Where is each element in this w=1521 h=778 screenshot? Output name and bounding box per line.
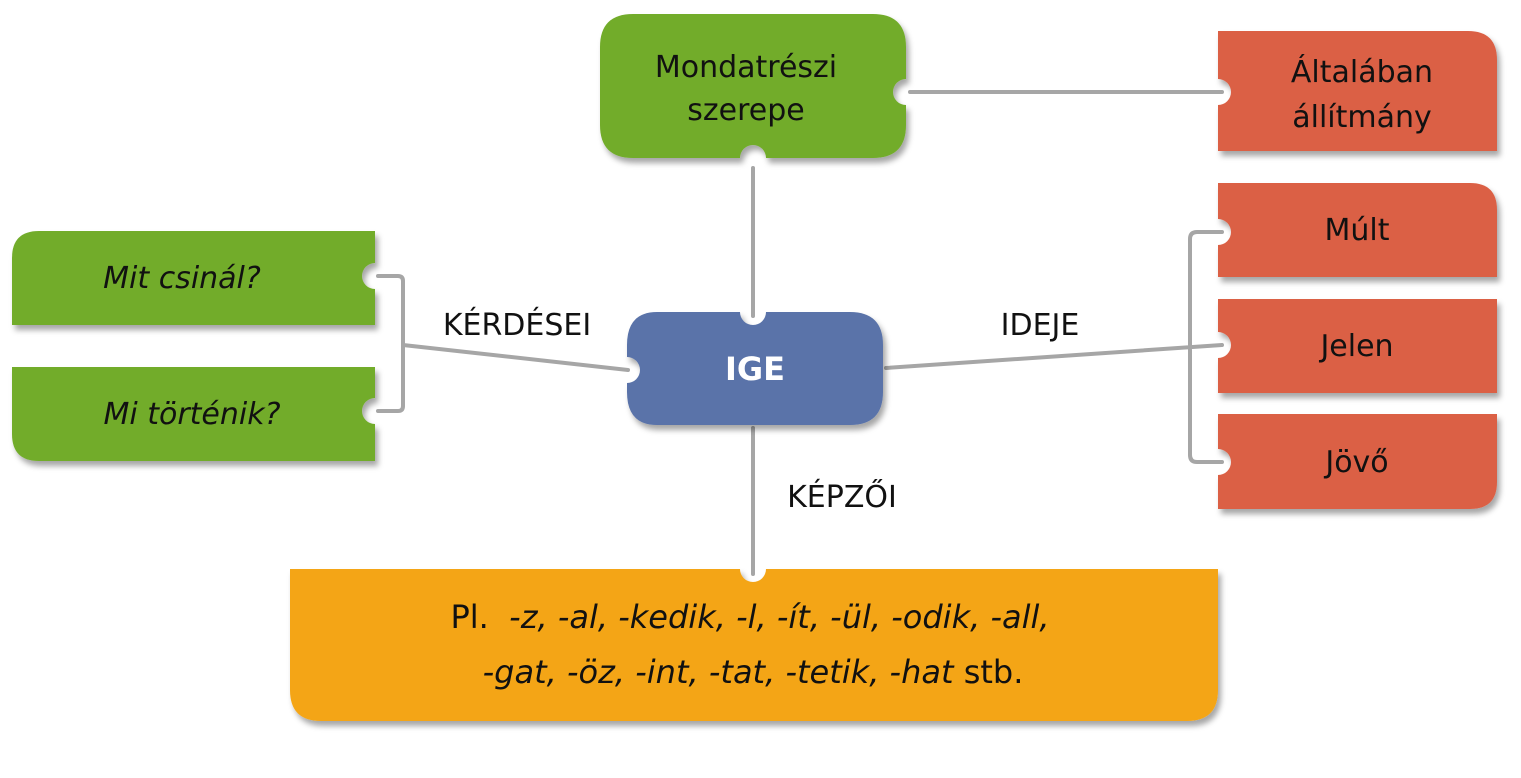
center-node bbox=[627, 312, 883, 425]
question-node-2 bbox=[12, 367, 375, 461]
tense-text-3: Jövő bbox=[1323, 445, 1388, 480]
tense-box-3 bbox=[1218, 414, 1497, 509]
center-box bbox=[627, 312, 883, 425]
role-label-line1: Mondatrészi bbox=[655, 50, 837, 85]
suffixes-line1: Pl. -z, -al, -kedik, -l, -ít, -ül, -odik… bbox=[450, 598, 1049, 636]
tense-node-1 bbox=[1218, 183, 1497, 277]
question-box-2 bbox=[12, 367, 375, 461]
role-value-line1: Általában bbox=[1291, 54, 1433, 90]
question-box-1 bbox=[12, 231, 375, 325]
role-box bbox=[600, 14, 906, 158]
suffixes-label: KÉPZŐI bbox=[787, 478, 897, 515]
suffixes-node bbox=[290, 569, 1218, 721]
suffixes-etc: stb. bbox=[964, 653, 1024, 691]
connector-tense bbox=[884, 230, 1224, 464]
suffixes-list-1: -z, -al, -kedik, -l, -ít, -ül, -odik, -a… bbox=[509, 598, 1049, 636]
question-text-1: Mit csinál? bbox=[103, 261, 261, 296]
suffixes-prefix: Pl. bbox=[450, 598, 488, 636]
tense-label: IDEJE bbox=[1001, 308, 1080, 343]
tense-box-2 bbox=[1218, 299, 1497, 393]
connector-lines bbox=[376, 90, 1224, 576]
questions-label: KÉRDÉSEI bbox=[443, 307, 591, 343]
connector-questions bbox=[376, 274, 630, 413]
tense-text-2: Jelen bbox=[1318, 329, 1393, 364]
center-label: IGE bbox=[725, 350, 785, 388]
suffixes-line2: -gat, -öz, -int, -tat, -tetik, -hat stb. bbox=[483, 653, 1024, 691]
role-label-line2: szerepe bbox=[687, 93, 804, 128]
suffixes-box bbox=[290, 569, 1218, 721]
question-text-2: Mi történik? bbox=[103, 397, 280, 432]
tense-text-1: Múlt bbox=[1325, 213, 1390, 248]
tense-box-1 bbox=[1218, 183, 1497, 277]
role-value-line2: állítmány bbox=[1292, 100, 1432, 135]
role-node bbox=[600, 14, 906, 158]
question-node-1 bbox=[12, 231, 375, 325]
role-value-node bbox=[1218, 31, 1497, 151]
role-value-box bbox=[1218, 31, 1497, 151]
tense-node-3 bbox=[1218, 414, 1497, 509]
tense-node-2 bbox=[1218, 299, 1497, 393]
suffixes-list-2: -gat, -öz, -int, -tat, -tetik, -hat bbox=[483, 653, 955, 691]
